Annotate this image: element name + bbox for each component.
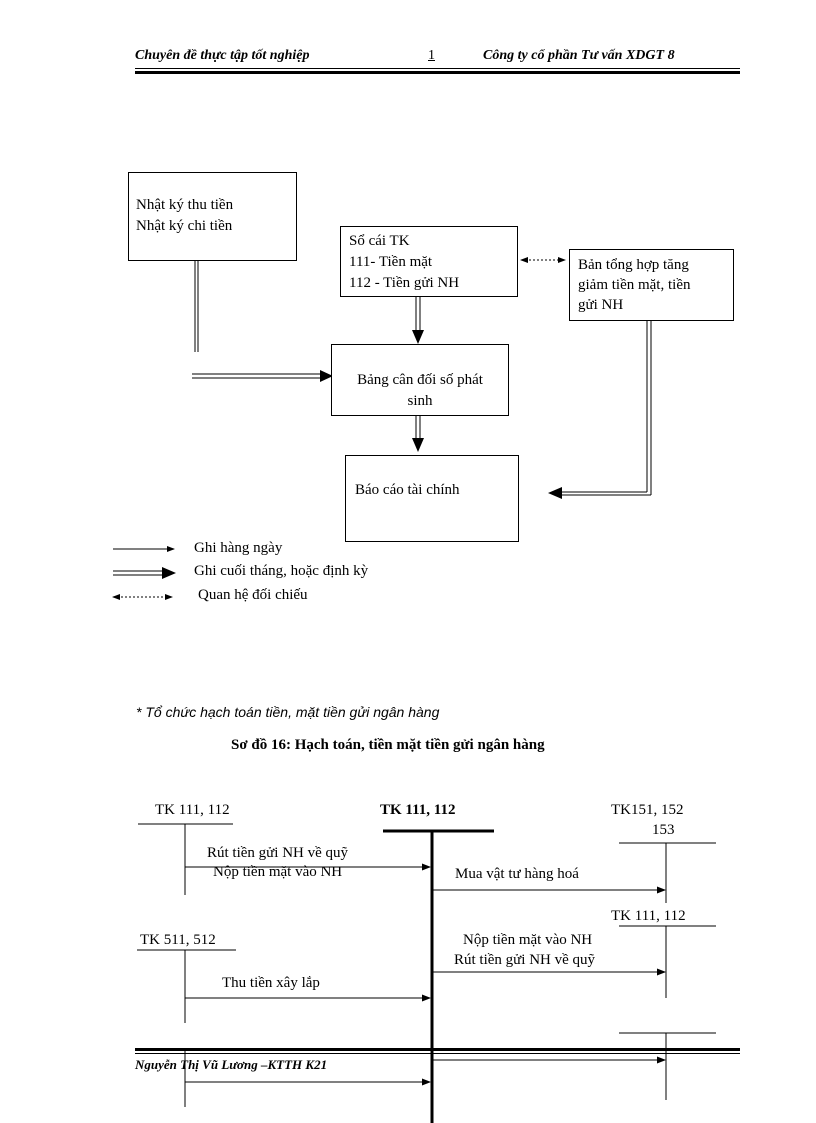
acct-left-mid-label: TK 511, 512 bbox=[140, 932, 216, 948]
balance-to-report-arrow bbox=[412, 416, 424, 452]
header-page-number: 1 bbox=[428, 48, 435, 63]
journal-to-balance-arrow bbox=[192, 370, 333, 382]
balance-box-line2: sinh bbox=[407, 393, 433, 409]
flow-withdraw-2-label: Rút tiền gửi NH về quỹ bbox=[454, 952, 596, 968]
summary-box-line3: gửi NH bbox=[578, 297, 624, 313]
footer-author: Nguyễn Thị Vũ Lương –KTTH K21 bbox=[135, 1057, 328, 1072]
legend-periodic-label: Ghi cuối tháng, hoặc định kỳ bbox=[194, 563, 369, 579]
ledger-box-line3: 112 - Tiền gửi NH bbox=[349, 275, 460, 291]
journal-connector bbox=[194, 260, 199, 352]
footer-rule-thick bbox=[135, 1048, 740, 1051]
balance-box-line1: Bảng cân đối số phát bbox=[357, 372, 483, 388]
ledger-box: Sổ cái TK 111- Tiền mặt 112 - Tiền gửi N… bbox=[340, 226, 518, 297]
ledger-to-balance-arrow bbox=[412, 297, 424, 344]
acct-right-top-label-2: 153 bbox=[652, 822, 675, 838]
report-box-label: Báo cáo tài chính bbox=[355, 482, 460, 498]
section-note: * Tổ chức hạch toán tiền, mặt tiền gửi n… bbox=[136, 704, 440, 720]
flow-collect-label: Thu tiền xây lắp bbox=[222, 975, 320, 991]
flow-deposit-label: Nộp tiền mặt vào NH bbox=[213, 864, 343, 880]
journal-box-line2: Nhật ký chi tiền bbox=[136, 218, 233, 234]
legend-reconcile-label: Quan hệ đối chiếu bbox=[198, 587, 308, 603]
flow-deposit-2-label: Nộp tiền mặt vào NH bbox=[463, 932, 593, 948]
header-left: Chuyên đề thực tập tốt nghiệp bbox=[135, 48, 310, 63]
flow-withdraw-label: Rút tiền gửi NH về quỹ bbox=[207, 845, 349, 861]
acct-left-top-label: TK 111, 112 bbox=[155, 802, 230, 818]
report-box: Báo cáo tài chính bbox=[345, 455, 519, 542]
balance-box: Bảng cân đối số phát sinh bbox=[331, 344, 509, 416]
footer-rule-thin bbox=[135, 1053, 740, 1054]
summary-box-line1: Bản tổng hợp tăng bbox=[578, 257, 689, 273]
summary-to-report-arrow bbox=[548, 320, 652, 499]
acct-right-mid-label: TK 111, 112 bbox=[611, 908, 686, 924]
header-rule-thick bbox=[135, 71, 740, 74]
journal-box-line1: Nhật ký thu tiền bbox=[136, 197, 234, 213]
ledger-box-line2: 111- Tiền mặt bbox=[349, 254, 433, 270]
acct-right-top-label-1: TK151, 152 bbox=[611, 802, 684, 818]
summary-box: Bản tổng hợp tăng giảm tiền mặt, tiền gử… bbox=[569, 249, 734, 321]
journal-box: Nhật ký thu tiền Nhật ký chi tiền bbox=[128, 172, 297, 261]
section-title: Sơ đồ 16: Hạch toán, tiền mặt tiền gửi n… bbox=[231, 737, 545, 753]
legend-periodic-line bbox=[113, 567, 176, 579]
header-rule-thin bbox=[135, 68, 740, 69]
acct-center-label: TK 111, 112 bbox=[380, 802, 456, 818]
header-right: Công ty cổ phần Tư vấn XDGT 8 bbox=[483, 48, 675, 63]
summary-box-line2: giảm tiền mặt, tiền bbox=[578, 277, 691, 293]
ledger-box-line1: Sổ cái TK bbox=[349, 233, 410, 249]
flow-purchase-label: Mua vật tư hàng hoá bbox=[455, 866, 579, 882]
legend-daily-label: Ghi hàng ngày bbox=[194, 540, 283, 556]
